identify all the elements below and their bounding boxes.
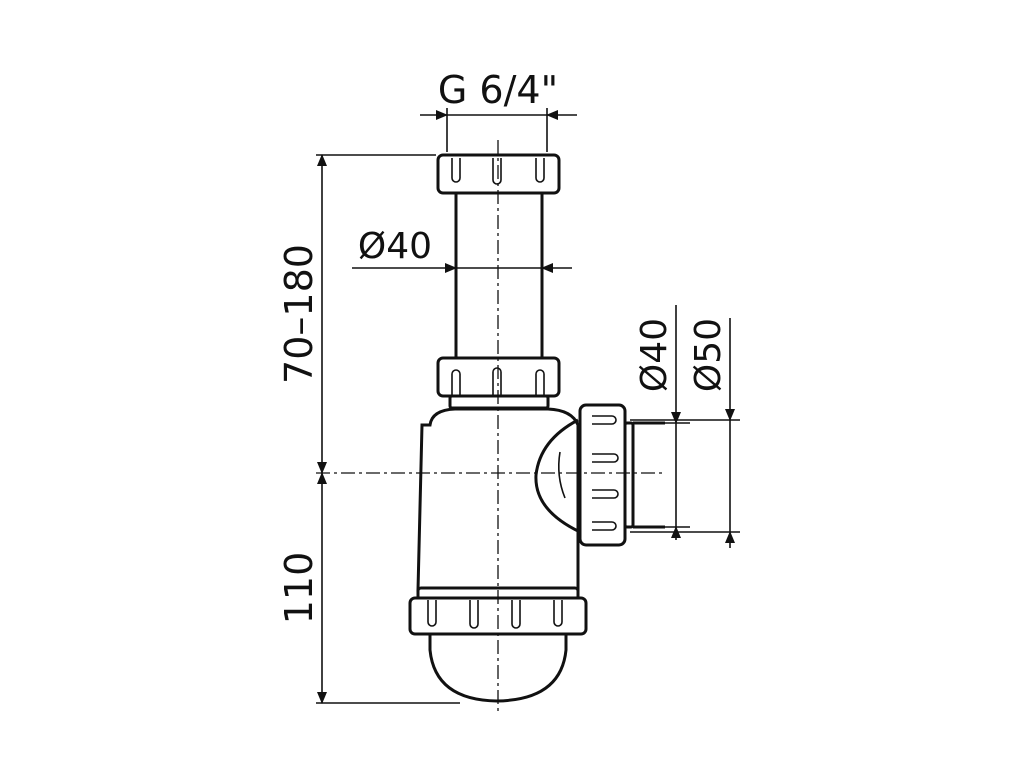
outlet-inner-dimension: Ø40 [634, 305, 690, 540]
pipe-diameter-dimension: Ø40 [352, 226, 572, 273]
lower-height-label: 110 [277, 552, 321, 625]
thread-label: G 6/4" [438, 68, 558, 112]
bottle-body [416, 407, 581, 592]
pipe-diameter-label: Ø40 [358, 226, 432, 267]
outlet-inner-label: Ø40 [634, 318, 675, 392]
thread-dimension: G 6/4" [420, 68, 577, 152]
vertical-pipe [454, 192, 544, 358]
adjustable-height-label: 70–180 [277, 244, 321, 384]
outlet-outer-label: Ø50 [688, 318, 729, 392]
adjustable-height-dimension: 70–180 [277, 154, 436, 474]
lower-height-dimension: 110 [277, 472, 460, 704]
outlet-nut [578, 403, 665, 547]
outlet-outer-dimension: Ø50 [630, 318, 740, 548]
middle-nut [436, 356, 561, 410]
